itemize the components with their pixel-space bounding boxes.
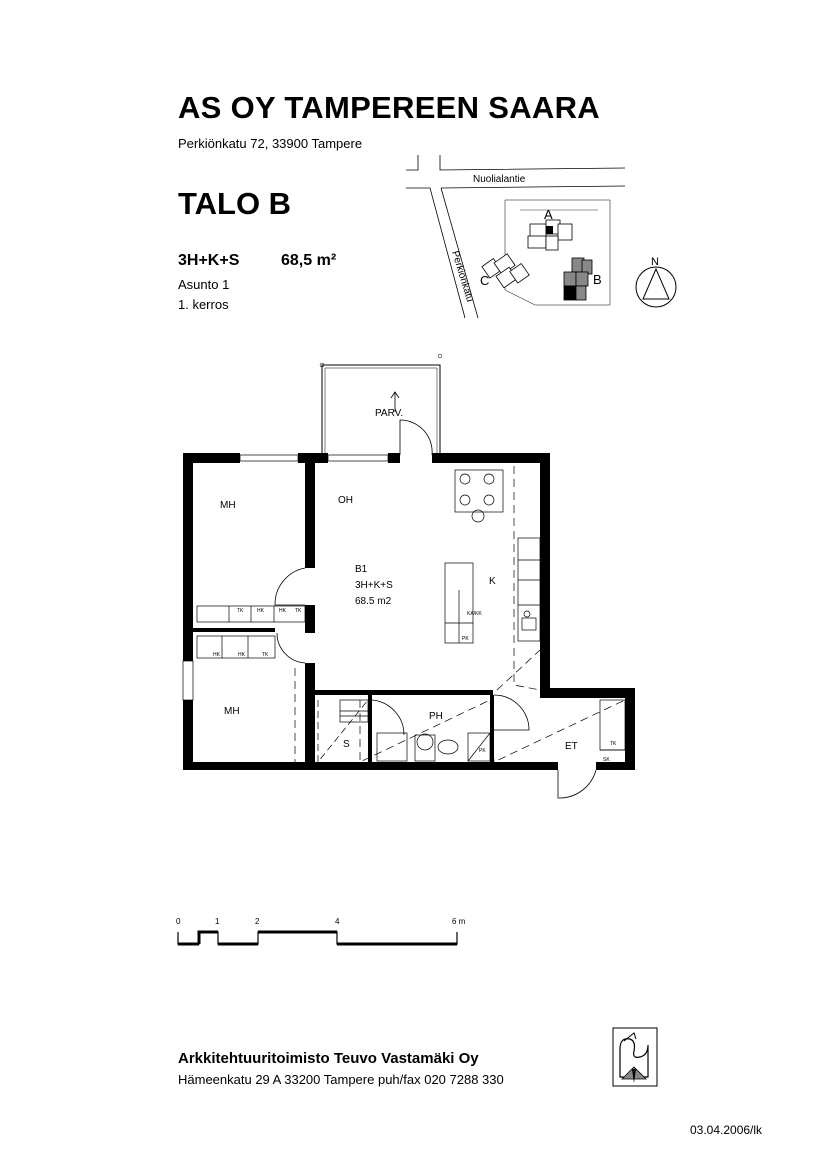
scale-tick: 6 m [452, 917, 466, 926]
document-date: 03.04.2006/lk [690, 1123, 763, 1137]
closet-label: TK [237, 608, 244, 614]
building-b-label: B [593, 272, 602, 287]
north-arrow-icon [635, 266, 677, 308]
street-west-label: Perkiönkatu [449, 250, 475, 304]
architect-address: Hämeenkatu 29 A 33200 Tampere puh/fax 02… [178, 1072, 504, 1087]
bath-label: PK [479, 748, 486, 754]
apartment-type: 3H+K+S [178, 252, 240, 269]
doors [274, 419, 597, 799]
unit-area: 68.5 m2 [355, 596, 392, 607]
scale-tick: 4 [335, 917, 340, 926]
closet-label: HK [257, 608, 265, 614]
office-logo-icon [612, 1027, 658, 1087]
building-c-label: C [480, 273, 489, 288]
floor-plan: TK HK HK TK HK HK TK PK KA/KK [182, 353, 635, 799]
unit-code: B1 [355, 564, 368, 575]
bathroom-fixtures [294, 668, 626, 763]
windows [182, 454, 389, 701]
entry-label: SK [603, 757, 610, 763]
kitchen-label: PK [462, 636, 469, 642]
room-label-kitchen: K [489, 576, 496, 587]
entry-label: TK [610, 741, 617, 747]
project-address: Perkiönkatu 72, 33900 Tampere [178, 136, 363, 151]
room-label-bedroom: MH [224, 706, 240, 717]
kitchen-label: KA/KK [467, 611, 482, 617]
site-map: Nuolialantie Perkiönkatu A B C N [406, 155, 677, 319]
kitchen-fixtures [444, 466, 541, 691]
architect-office: Arkkitehtuuritoimisto Teuvo Vastamäki Oy [178, 1050, 479, 1067]
project-title: AS OY TAMPEREEN SAARA [178, 90, 600, 125]
exterior-walls [183, 453, 635, 770]
room-label-living: OH [338, 495, 353, 506]
room-label-balcony: PARV. [375, 408, 403, 419]
house-title: TALO B [178, 186, 292, 221]
balcony [319, 353, 443, 455]
building-c-shape [481, 253, 530, 289]
room-label-entry: ET [565, 741, 578, 752]
building-a-shape [527, 219, 573, 251]
closet-label: HK [213, 652, 221, 658]
scale-bar: 0 1 2 4 6 m [176, 917, 466, 946]
room-label-sauna: S [343, 739, 350, 750]
scale-tick: 2 [255, 917, 260, 926]
unit-type: 3H+K+S [355, 580, 393, 591]
closet-label: TK [262, 652, 269, 658]
street-north-label: Nuolialantie [473, 174, 526, 185]
closet-label: HK [238, 652, 246, 658]
dining-table [454, 469, 504, 523]
apartment-number: Asunto 1 [178, 277, 230, 292]
closet-label: TK [295, 608, 302, 614]
closets [196, 605, 306, 659]
scale-tick: 1 [215, 917, 220, 926]
building-a-label: A [544, 207, 553, 222]
apartment-area: 68,5 m² [281, 252, 337, 269]
room-label-bedroom: MH [220, 500, 236, 511]
scale-tick: 0 [176, 917, 181, 926]
floor-level: 1. kerros [178, 297, 229, 312]
building-b-shape [563, 257, 593, 301]
room-label-bathroom: PH [429, 711, 443, 722]
interior-walls [193, 463, 494, 770]
closet-label: HK [279, 608, 287, 614]
north-label: N [651, 256, 659, 268]
